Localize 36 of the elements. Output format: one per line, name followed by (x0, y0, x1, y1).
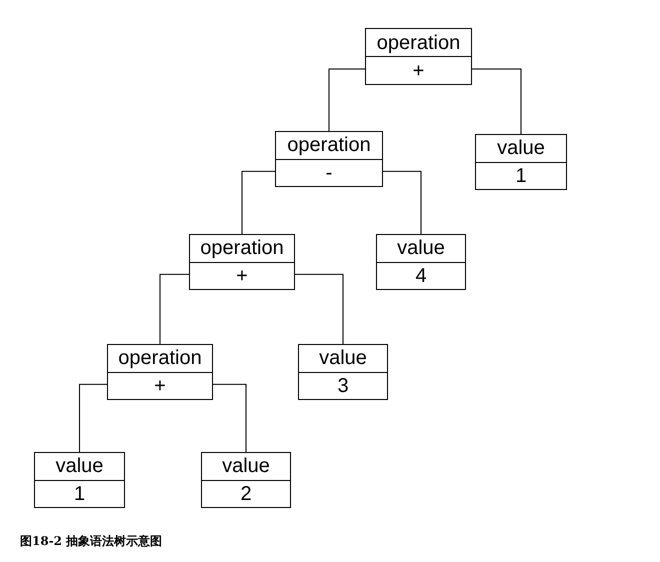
tree-connector (382, 170, 422, 234)
node-value-label: 2 (240, 484, 252, 504)
node-type-label: operation (200, 238, 284, 258)
tree-node-box (475, 134, 567, 190)
node-value-label: + (412, 60, 424, 80)
node-value-label: 3 (337, 376, 349, 396)
node-type-label: value (319, 348, 367, 368)
tree-connector (242, 170, 276, 234)
node-value-label: 4 (415, 266, 427, 286)
node-value-label: 1 (74, 484, 86, 504)
tree-connector (472, 68, 522, 134)
tree-connector (160, 274, 190, 344)
tree-node-box (298, 344, 388, 400)
tree-node-box (189, 234, 295, 290)
node-value-label: + (236, 266, 248, 286)
node-type-label: value (56, 456, 104, 476)
tree-connector (328, 68, 366, 132)
node-type-label: operation (287, 135, 371, 156)
node-type-label: operation (118, 348, 202, 368)
figure-caption: 图18-2 抽象语法树示意图 (20, 533, 162, 550)
node-type-label: value (497, 138, 545, 158)
tree-node-box (34, 452, 125, 508)
node-type-label: value (222, 456, 270, 476)
tree-connector (79, 384, 108, 452)
node-type-label: operation (376, 32, 460, 52)
tree-node-box (201, 452, 291, 508)
tree-node-box (275, 131, 383, 187)
tree-connector (212, 384, 246, 452)
tree-node-box (376, 234, 466, 290)
node-value-label: + (154, 376, 166, 396)
tree-connector (294, 274, 344, 344)
tree-node-box (107, 344, 213, 400)
tree-node-box (365, 28, 472, 85)
node-value-label: - (326, 162, 332, 183)
node-type-label: value (397, 238, 445, 258)
node-value-label: 1 (515, 166, 527, 186)
